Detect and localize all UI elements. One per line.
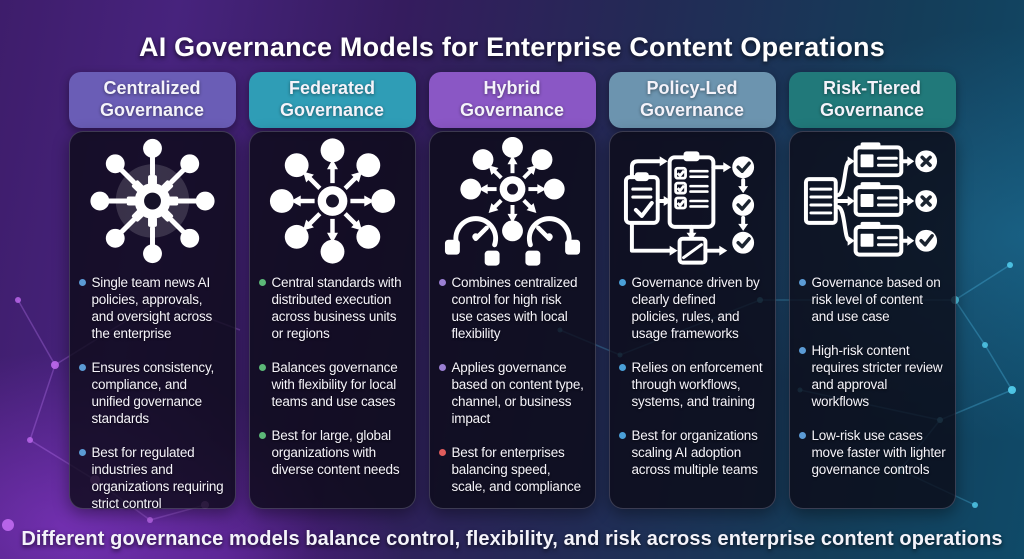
- bullet-text: Low-risk use cases move faster with ligh…: [811, 428, 946, 477]
- bullet-text: Applies governance based on content type…: [451, 360, 584, 426]
- column-card: Single team news AI policies, approvals,…: [68, 131, 236, 512]
- bullet-list: Central standards with distributed execu…: [258, 274, 407, 500]
- bullet-list: Governance based on risk level of conten…: [798, 274, 947, 500]
- governance-columns: Centralized Governance: [0, 72, 1024, 512]
- hub-gauges-icon: [438, 136, 587, 270]
- column-card: Governance based on risk level of conten…: [788, 131, 956, 509]
- bullet-text: Best for enterprises balancing speed, sc…: [451, 445, 582, 494]
- bullet-text: Central standards with distributed execu…: [271, 275, 402, 341]
- bullet-item: Central standards with distributed execu…: [258, 274, 406, 342]
- hub-arrows-icon: [258, 136, 407, 270]
- bullet-item: High-risk content requires stricter revi…: [798, 342, 946, 410]
- bullet-item: Best for organizations scaling AI adopti…: [618, 427, 766, 478]
- column-header: Policy-Led Governance: [608, 72, 776, 128]
- bullet-text: Combines centralized control for high ri…: [451, 275, 578, 341]
- bullet-dot: [258, 432, 266, 439]
- bullet-dot: [618, 364, 626, 371]
- column-header: Hybrid Governance: [428, 72, 596, 128]
- workflow-checklist-icon: [618, 136, 767, 270]
- page-title: AI Governance Models for Enterprise Cont…: [139, 32, 885, 63]
- column-header: Risk-Tiered Governance: [788, 72, 956, 128]
- bullet-list: Single team news AI policies, approvals,…: [78, 274, 227, 512]
- bullet-text: High-risk content requires stricter revi…: [811, 343, 943, 409]
- bullet-text: Governance based on risk level of conten…: [811, 275, 941, 324]
- bullet-dot: [798, 432, 806, 439]
- column-federated: Federated Governance: [248, 72, 416, 509]
- bullet-item: Balances governance with flexibility for…: [258, 359, 406, 410]
- column-card: Central standards with distributed execu…: [248, 131, 416, 509]
- bullet-text: Best for regulated industries and organi…: [91, 445, 224, 511]
- bullet-item: Best for regulated industries and organi…: [78, 444, 226, 512]
- footer-caption: Different governance models balance cont…: [21, 528, 1003, 550]
- bullet-dot: [618, 279, 626, 286]
- bullet-item: Best for enterprises balancing speed, sc…: [438, 444, 586, 495]
- bullet-text: Relies on enforcement through workflows,…: [631, 360, 763, 409]
- column-card: Combines centralized control for high ri…: [428, 131, 596, 509]
- bullet-item: Single team news AI policies, approvals,…: [78, 274, 226, 342]
- bullet-dot: [618, 432, 626, 439]
- bullet-text: Governance driven by clearly defined pol…: [631, 275, 760, 341]
- bullet-text: Best for organizations scaling AI adopti…: [631, 428, 759, 477]
- bullet-text: Single team news AI policies, approvals,…: [91, 275, 213, 341]
- bullet-dot: [258, 364, 266, 371]
- bullet-dot: [78, 279, 86, 286]
- bullet-item: Applies governance based on content type…: [438, 359, 586, 427]
- risk-routing-icon: [798, 136, 947, 270]
- bullet-dot: [78, 364, 86, 371]
- bullet-list: Governance driven by clearly defined pol…: [618, 274, 767, 500]
- bullet-dot: [438, 364, 446, 371]
- bullet-item: Ensures consistency, compliance, and uni…: [78, 359, 226, 427]
- bullet-list: Combines centralized control for high ri…: [438, 274, 587, 500]
- bullet-text: Best for large, global organizations wit…: [271, 428, 400, 477]
- bullet-item: Combines centralized control for high ri…: [438, 274, 586, 342]
- bullet-item: Best for large, global organizations wit…: [258, 427, 406, 478]
- bullet-dot: [438, 449, 446, 456]
- bullet-item: Governance based on risk level of conten…: [798, 274, 946, 325]
- bullet-dot: [258, 279, 266, 286]
- gear-hub-icon: [78, 136, 227, 270]
- column-hybrid: Hybrid Governance: [428, 72, 596, 509]
- column-centralized: Centralized Governance: [68, 72, 236, 512]
- bullet-item: Relies on enforcement through workflows,…: [618, 359, 766, 410]
- bullet-dot: [438, 279, 446, 286]
- bullet-dot: [798, 347, 806, 354]
- column-header: Federated Governance: [248, 72, 416, 128]
- column-header: Centralized Governance: [68, 72, 236, 128]
- bullet-text: Ensures consistency, compliance, and uni…: [91, 360, 215, 426]
- bullet-dot: [798, 279, 806, 286]
- column-card: Governance driven by clearly defined pol…: [608, 131, 776, 509]
- bullet-dot: [78, 449, 86, 456]
- bullet-item: Governance driven by clearly defined pol…: [618, 274, 766, 342]
- bullet-item: Low-risk use cases move faster with ligh…: [798, 427, 946, 478]
- bullet-text: Balances governance with flexibility for…: [271, 360, 398, 409]
- column-risk-tiered: Risk-Tiered Governance: [788, 72, 956, 509]
- column-policy-led: Policy-Led Governance: [608, 72, 776, 509]
